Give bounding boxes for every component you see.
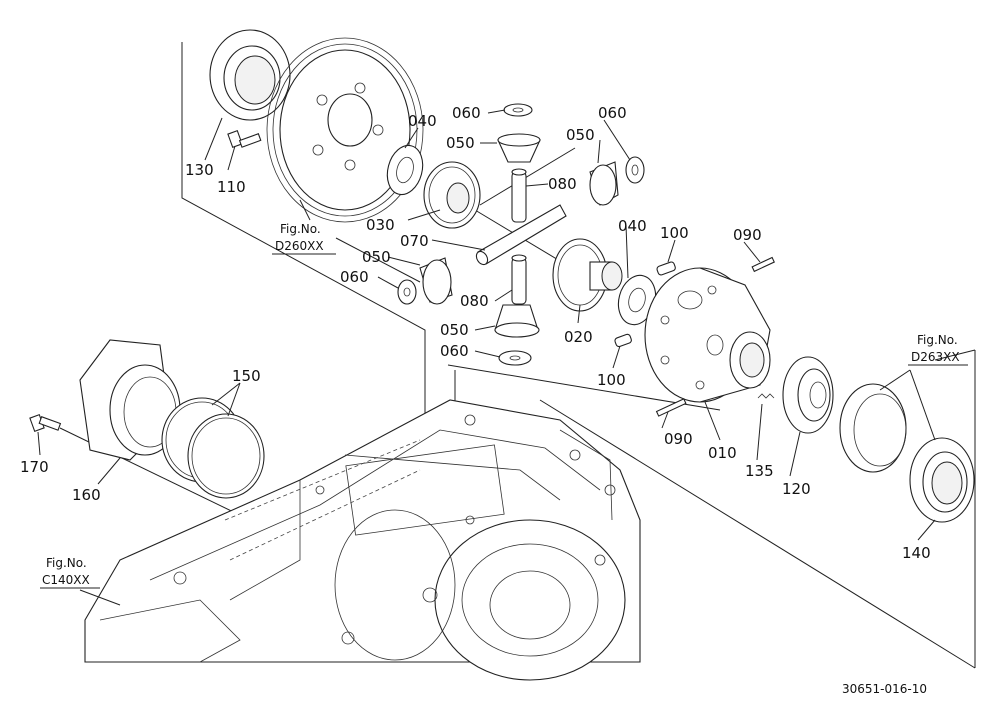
label-020: 020 <box>564 328 593 346</box>
label-060-right: 060 <box>598 104 627 122</box>
washer-040-left <box>386 144 424 196</box>
pins-and-shaft <box>475 168 567 305</box>
label-120: 120 <box>782 480 811 498</box>
bolt-110 <box>227 130 262 148</box>
label-110: 110 <box>217 178 246 196</box>
label-060-top: 060 <box>452 104 481 122</box>
label-050-bottom: 050 <box>440 321 469 339</box>
spring-and-cover <box>757 356 834 434</box>
label-080-top: 080 <box>548 175 577 193</box>
label-080-bottom: 080 <box>460 292 489 310</box>
label-135: 135 <box>745 462 774 480</box>
label-050-top: 050 <box>446 134 475 152</box>
label-040-right: 040 <box>618 217 647 235</box>
drawing-code: 30651-016-10 <box>842 682 927 696</box>
label-070: 070 <box>400 232 429 250</box>
bearing-140 <box>839 383 975 523</box>
label-170: 170 <box>20 458 49 476</box>
label-060-bottom: 060 <box>440 342 469 360</box>
label-040-left: 040 <box>408 112 437 130</box>
leader-lines <box>37 109 936 606</box>
dowels-and-pins <box>614 256 775 417</box>
washer-040-right <box>617 274 657 326</box>
figure-references: Fig.No. D260XX Fig.No. D263XX Fig.No. C1… <box>40 222 968 589</box>
label-050-left: 050 <box>362 248 391 266</box>
side-gear-020 <box>552 238 623 312</box>
label-100-bottom: 100 <box>597 371 626 389</box>
ref-d260-line1: Fig.No. <box>280 222 321 236</box>
housing-160 <box>29 339 265 499</box>
side-gear-030 <box>423 161 481 229</box>
ref-d263-line1: Fig.No. <box>917 333 958 347</box>
pinions-050 <box>419 133 619 338</box>
ref-c140-line2: C140XX <box>42 573 90 587</box>
label-090-top: 090 <box>733 226 762 244</box>
label-060-left: 060 <box>340 268 369 286</box>
label-150: 150 <box>232 367 261 385</box>
bearing-130 <box>209 29 291 121</box>
label-090-bottom: 090 <box>664 430 693 448</box>
ref-d260-line2: D260XX <box>275 239 324 253</box>
transmission-case <box>84 399 641 681</box>
diff-case-010 <box>644 267 771 403</box>
label-160: 160 <box>72 486 101 504</box>
label-050-right: 050 <box>566 126 595 144</box>
label-010: 010 <box>708 444 737 462</box>
label-100-top: 100 <box>660 224 689 242</box>
label-130: 130 <box>185 161 214 179</box>
ref-c140-line1: Fig.No. <box>46 556 87 570</box>
part-labels: 130 110 040 030 070 060 050 050 060 080 … <box>20 104 931 562</box>
washers-060 <box>397 103 645 366</box>
ref-d263-line2: D263XX <box>911 350 960 364</box>
label-030: 030 <box>366 216 395 234</box>
label-140: 140 <box>902 544 931 562</box>
